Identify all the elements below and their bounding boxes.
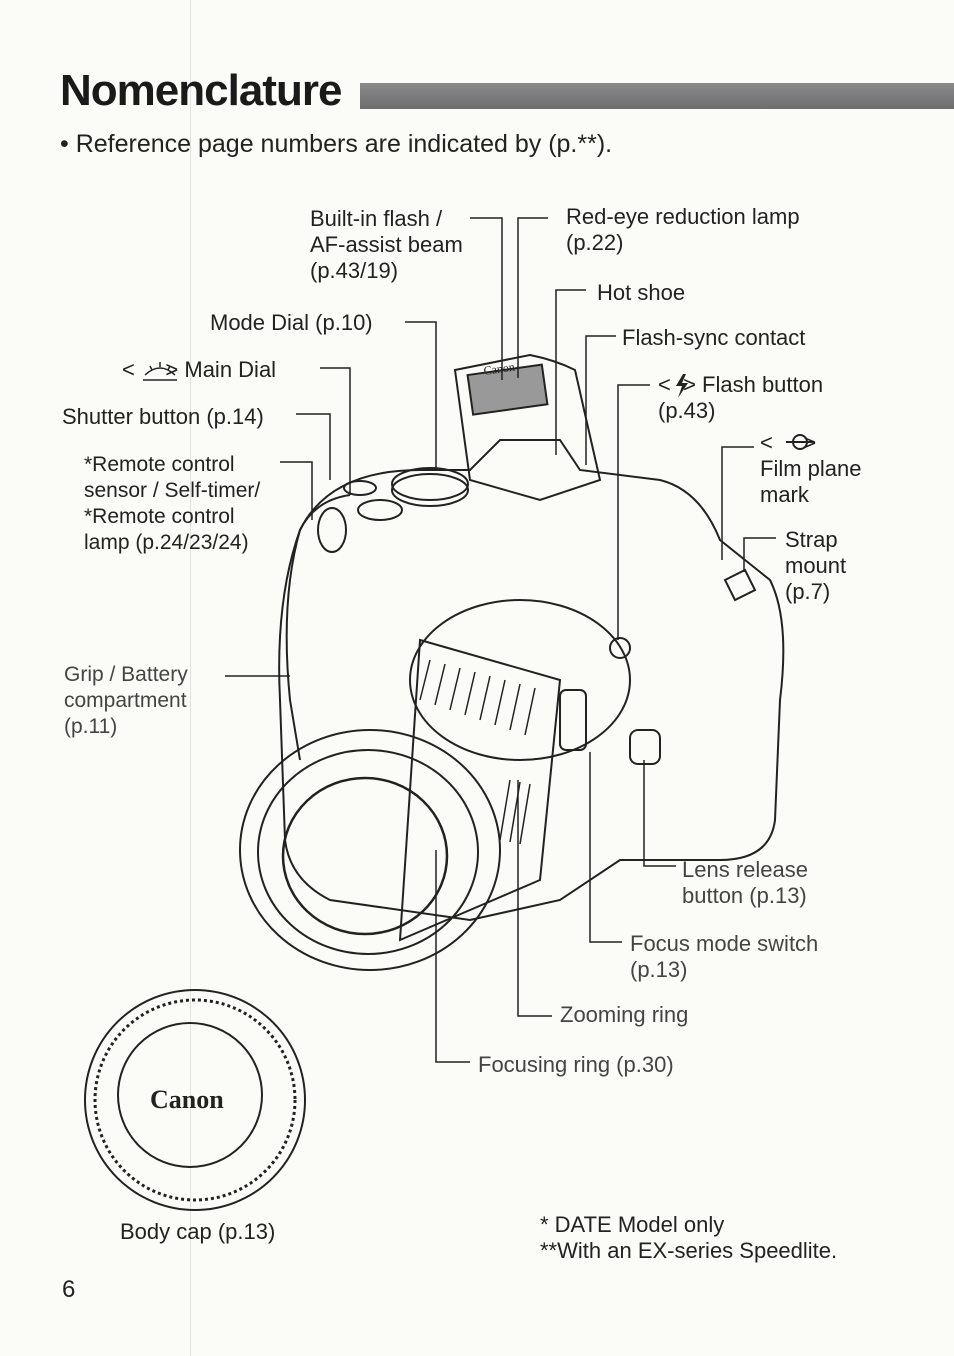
leader-lines <box>225 217 776 1063</box>
label-mode-dial: Mode Dial (p.10) <box>210 310 373 335</box>
label-focus-mode-switch: Focus mode switch (p.13) <box>630 931 819 982</box>
grip-outline <box>285 494 351 761</box>
label-flash-button: < > Flash button (p.43) <box>658 372 824 423</box>
page-fold-line <box>190 0 191 1356</box>
strap-mount-shape <box>723 568 757 602</box>
label-focusing-ring: Focusing ring (p.30) <box>478 1052 674 1077</box>
lens-barrel <box>398 638 562 942</box>
intro-text: • Reference page numbers are indicated b… <box>60 130 613 158</box>
label-flash-sync: Flash-sync contact <box>622 325 806 350</box>
front-lens-glass <box>281 776 449 936</box>
film-plane-mark-icon <box>786 434 814 450</box>
label-lens-release: Lens release button (p.13) <box>682 857 808 908</box>
page-number: 6 <box>62 1276 76 1303</box>
flash-bolt-icon <box>676 374 688 398</box>
label-grip-battery: Grip / Battery compartment (p.11) <box>64 663 188 738</box>
lens-mount <box>409 599 631 761</box>
label-hot-shoe: Hot shoe <box>597 280 686 305</box>
lens-release-button-shape <box>629 729 661 765</box>
flash-button-shape <box>609 637 631 659</box>
body-cap-outer <box>84 989 306 1211</box>
body-cap-canon-logo: Canon <box>150 1085 224 1114</box>
label-remote-sensor: *Remote control sensor / Self-timer/ *Re… <box>84 453 261 554</box>
title-rule-bar <box>360 83 954 109</box>
label-shutter-button: Shutter button (p.14) <box>62 404 264 429</box>
flash-head <box>453 353 602 502</box>
shutter-button-shape <box>343 480 377 496</box>
label-builtin-flash: Built-in flash / AF-assist beam (p.43/19… <box>310 206 463 283</box>
label-red-eye-lamp: Red-eye reduction lamp (p.22) <box>566 204 800 255</box>
label-film-plane: < > Film plane mark <box>760 430 862 507</box>
main-dial-icon <box>143 362 177 381</box>
camera-body-outline <box>278 439 785 922</box>
page-title: Nomenclature <box>60 66 342 115</box>
label-zooming-ring: Zooming ring <box>560 1002 689 1027</box>
remote-sensor-shape <box>317 507 347 553</box>
flash-window <box>466 363 549 416</box>
label-main-dial: < > Main Dial <box>122 357 277 382</box>
front-lens-ring-outer <box>239 729 501 971</box>
body-cap-inner <box>117 1022 263 1168</box>
main-dial <box>357 499 403 521</box>
footnote-date-model: * DATE Model only <box>540 1212 725 1237</box>
mode-dial <box>391 473 469 507</box>
focus-mode-switch-shape <box>559 689 587 751</box>
footnote-ex-speedlite: **With an EX-series Speedlite. <box>540 1238 838 1263</box>
flash-canon-logo: Canon <box>483 360 516 378</box>
front-lens-ring <box>257 749 479 955</box>
label-body-cap: Body cap (p.13) <box>120 1219 276 1244</box>
footnotes: * DATE Model only **With an EX-series Sp… <box>540 1212 837 1264</box>
label-strap-mount: Strap mount (p.7) <box>785 527 847 604</box>
